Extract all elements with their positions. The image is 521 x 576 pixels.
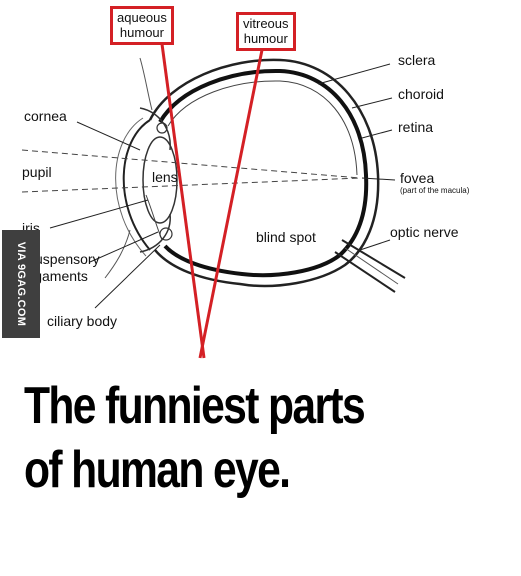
cornea-shape [122,119,151,251]
label-pupil: pupil [22,164,52,180]
caption-line-2: of human eye. [24,441,291,499]
label-blind-spot: blind spot [256,229,316,245]
retina-band [158,68,369,278]
label-lens: lens [152,169,178,185]
caption-line-1: The funniest parts [24,377,366,435]
sclera-outline [148,58,380,288]
lens-shape [142,136,178,224]
label-fovea-note: (part of the macula) [400,186,470,195]
aqueous-line2: humour [119,25,164,40]
label-ciliary-body: ciliary body [47,313,118,329]
optic-nerve-shape [334,239,406,293]
label-suspensory-1: suspensory [28,251,100,267]
label-choroid: choroid [398,86,444,102]
watermark-text: VIA 9GAG.COM [15,241,27,327]
aqueous-line1: aqueous [117,10,167,25]
meme-caption: The funniest parts of human eye. [24,374,409,502]
vitreous-line1: vitreous [243,16,289,31]
aqueous-humour-callout: aqueous humour [110,6,174,45]
label-retina: retina [398,119,434,135]
vitreous-humour-callout: vitreous humour [236,12,296,51]
label-cornea: cornea [24,108,67,124]
label-suspensory-2: ligaments [28,268,88,284]
label-fovea: fovea [400,170,435,186]
label-sclera: sclera [398,52,436,68]
aqueous-pointer [160,43,206,359]
label-optic-nerve: optic nerve [390,224,459,240]
vitreous-pointer [198,49,264,359]
vitreous-line2: humour [243,31,288,46]
9gag-watermark: VIA 9GAG.COM [2,230,40,338]
